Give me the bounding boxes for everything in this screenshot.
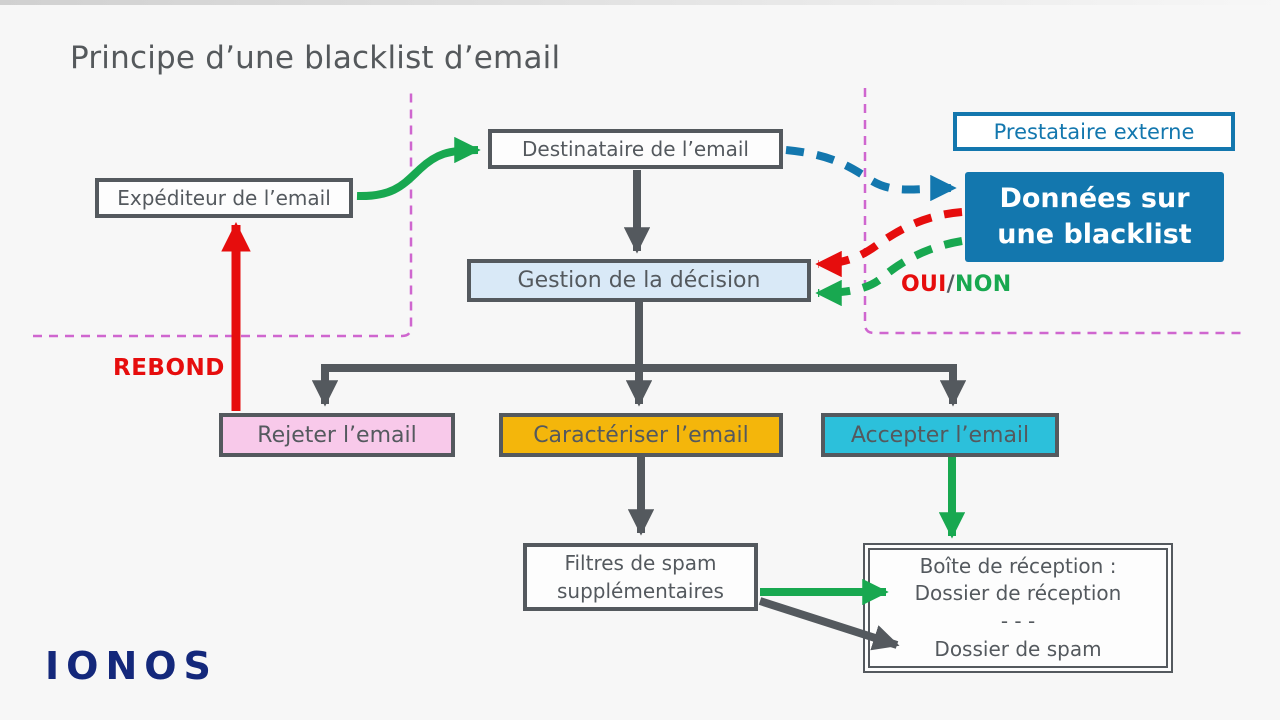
top-gradient-strip <box>0 0 1280 5</box>
node-rejeter-email: Rejeter l’email <box>219 413 455 457</box>
node-rejeter-label: Rejeter l’email <box>257 422 417 448</box>
node-filtres-line1: Filtres de spam <box>564 551 717 575</box>
node-accepter-email: Accepter l’email <box>821 413 1059 457</box>
node-destinataire-label: Destinataire de l’email <box>522 137 749 161</box>
node-boite-line2: Dossier de réception <box>914 581 1122 606</box>
node-boite-reception: Boîte de réception : Dossier de réceptio… <box>863 543 1173 673</box>
node-caracteriser-email: Caractériser l’email <box>499 413 783 457</box>
node-caracteriser-label: Caractériser l’email <box>533 422 749 448</box>
node-donnees-blacklist: Données sur une blacklist <box>965 172 1224 262</box>
node-boite-line1: Boîte de réception : <box>919 553 1117 578</box>
node-expediteur: Expéditeur de l’email <box>95 178 353 218</box>
node-gestion-label: Gestion de la décision <box>517 268 761 293</box>
node-boite-inner-frame: Boîte de réception : Dossier de réceptio… <box>868 548 1168 668</box>
node-donnees-line1: Données sur <box>999 182 1190 214</box>
node-donnees-line2: une blacklist <box>997 219 1192 250</box>
node-gestion-decision: Gestion de la décision <box>467 259 811 302</box>
node-filtres-spam: Filtres de spam supplémentaires <box>523 543 758 611</box>
node-destinataire: Destinataire de l’email <box>488 129 783 169</box>
node-prestataire-label: Prestataire externe <box>993 119 1195 144</box>
node-filtres-line2: supplémentaires <box>557 579 724 603</box>
node-boite-line3: - - - <box>1000 609 1036 633</box>
node-expediteur-label: Expéditeur de l’email <box>117 186 331 210</box>
ionos-logo: IONOS <box>45 644 218 688</box>
node-accepter-label: Accepter l’email <box>850 422 1030 448</box>
node-prestataire-externe: Prestataire externe <box>953 112 1235 151</box>
page-title: Principe d’une blacklist d’email <box>70 40 561 76</box>
node-boite-line4: Dossier de spam <box>934 636 1102 661</box>
